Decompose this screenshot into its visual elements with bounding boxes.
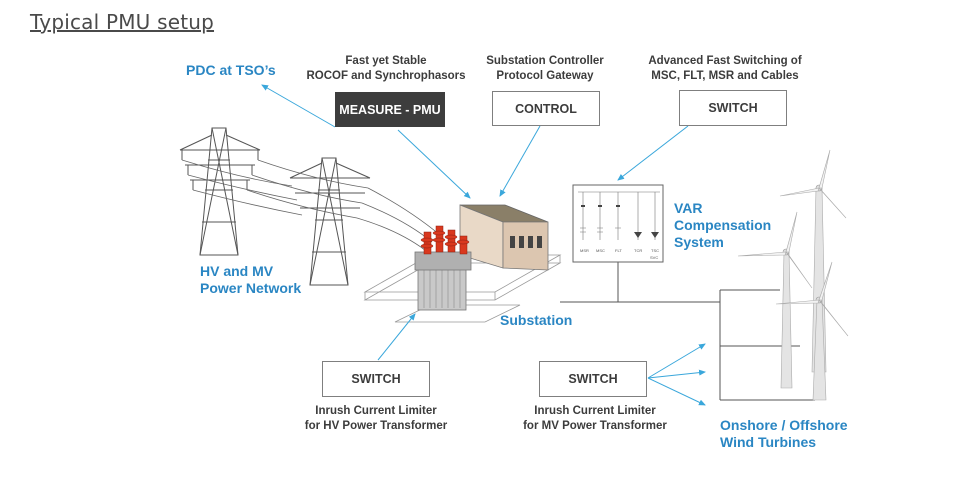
pdc-label: PDC at TSO’s <box>186 62 276 78</box>
wind-turbine-3 <box>775 261 849 401</box>
transmission-tower-left <box>179 127 261 256</box>
transformer-bushings <box>420 225 470 255</box>
page-title: Typical PMU setup <box>30 10 215 34</box>
power-lines <box>181 159 441 251</box>
svc-branch-label-2: FLT <box>615 248 622 253</box>
transmission-tower-right <box>289 157 371 286</box>
svc-panel: MSR MSC FLT TCR TSC SVC <box>572 184 664 263</box>
substation-label: Substation <box>500 312 573 328</box>
measure-pmu-box: MEASURE - PMU <box>335 92 445 127</box>
switch-top-box: SWITCH <box>679 90 787 126</box>
svc-branch-label-4: TSC <box>651 248 659 253</box>
power-transformer <box>414 251 472 311</box>
switch-hv-box: SWITCH <box>322 361 430 397</box>
wind-turbine-2 <box>737 211 813 389</box>
svc-branch-label-0: MSR <box>580 248 589 253</box>
signal-arrows <box>261 84 706 406</box>
substation-building <box>459 204 549 271</box>
bus-lines <box>560 262 815 401</box>
svc-tag: SVC <box>650 255 658 260</box>
svc-branch-label-1: MSC <box>596 248 605 253</box>
svc-branch-label-3: TCR <box>634 248 642 253</box>
switch-mv-box: SWITCH <box>539 361 647 397</box>
control-box: CONTROL <box>492 91 600 126</box>
